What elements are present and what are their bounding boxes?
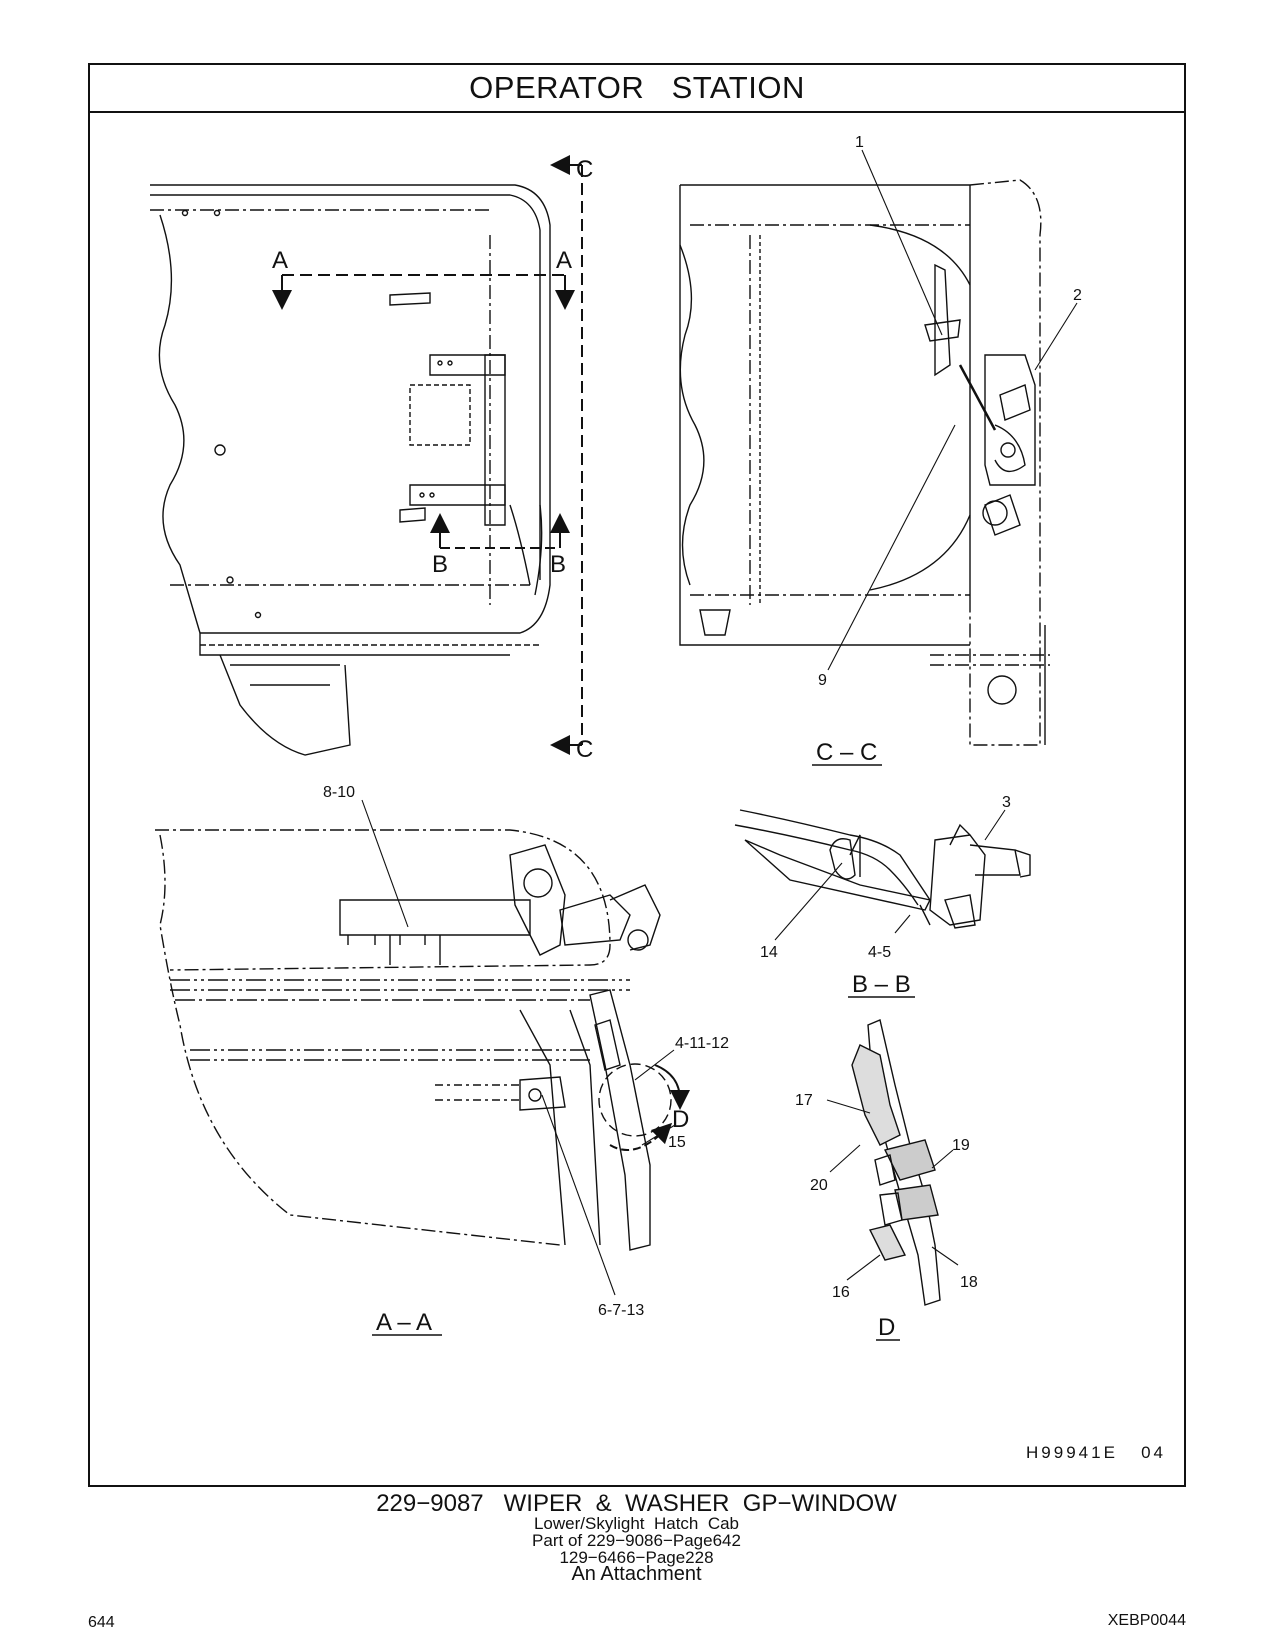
- cut-label-c-bottom: C: [576, 736, 593, 763]
- callout-19: 19: [952, 1137, 970, 1154]
- callout-15: 15: [668, 1134, 686, 1151]
- view-title-cc: C – C: [816, 739, 877, 766]
- callout-2: 2: [1073, 287, 1082, 304]
- caption-line-2: Part of 229−9086−Page642: [532, 1531, 741, 1550]
- view-title-bb: B – B: [852, 971, 911, 998]
- detail-callout-d: D: [672, 1106, 689, 1133]
- caption-line-4: An Attachment: [571, 1563, 702, 1585]
- cut-label-a-right: A: [556, 247, 572, 274]
- callout-4-11-12: 4-11-12: [675, 1035, 729, 1052]
- view-title-aa: A – A: [376, 1309, 432, 1336]
- view-title-underlines: [372, 764, 915, 1341]
- view-left-top: [150, 184, 551, 756]
- cut-label-b-left: B: [432, 551, 448, 578]
- callout-4-5: 4-5: [868, 944, 891, 961]
- view-section-cc: [679, 179, 1050, 746]
- page-title-bar: OPERATOR STATION: [90, 65, 1184, 113]
- caption-line-3: 129−6466−Page228: [559, 1548, 714, 1567]
- page-number: 644: [88, 1614, 115, 1631]
- cut-label-b-right: B: [550, 551, 566, 578]
- document-code: XEBP0044: [1107, 1612, 1186, 1629]
- callout-14: 14: [760, 944, 778, 961]
- cut-label-a-left: A: [272, 247, 288, 274]
- callout-18: 18: [960, 1274, 978, 1291]
- caption-line-1: Lower/Skylight Hatch Cab: [533, 1514, 740, 1533]
- callout-20: 20: [810, 1177, 828, 1194]
- view-section-bb: [734, 809, 1031, 929]
- callout-17: 17: [795, 1092, 813, 1109]
- leader-lines: [361, 149, 1078, 1296]
- illustration-reference: H99941E 04: [1026, 1443, 1166, 1462]
- view-title-d: D: [878, 1314, 895, 1341]
- drawing-frame: OPERATOR STATION: [88, 63, 1186, 1487]
- callout-3: 3: [1002, 794, 1011, 811]
- callout-6-7-13: 6-7-13: [598, 1302, 644, 1319]
- callout-16: 16: [832, 1284, 850, 1301]
- section-lines: [272, 155, 583, 755]
- view-detail-d: [851, 1019, 941, 1306]
- part-group-title: 229−9087 WIPER & WASHER GP−WINDOW: [376, 1490, 897, 1517]
- cut-label-c-top: C: [576, 156, 593, 183]
- callout-9: 9: [818, 672, 827, 689]
- callout-1: 1: [855, 134, 864, 151]
- view-section-aa: [155, 829, 690, 1251]
- callout-8-10: 8-10: [323, 784, 355, 801]
- page-title: OPERATOR STATION: [469, 70, 805, 105]
- parts-illustration: C C A A B B C – C B – B A – A D D 1 2 9 …: [150, 134, 1082, 1341]
